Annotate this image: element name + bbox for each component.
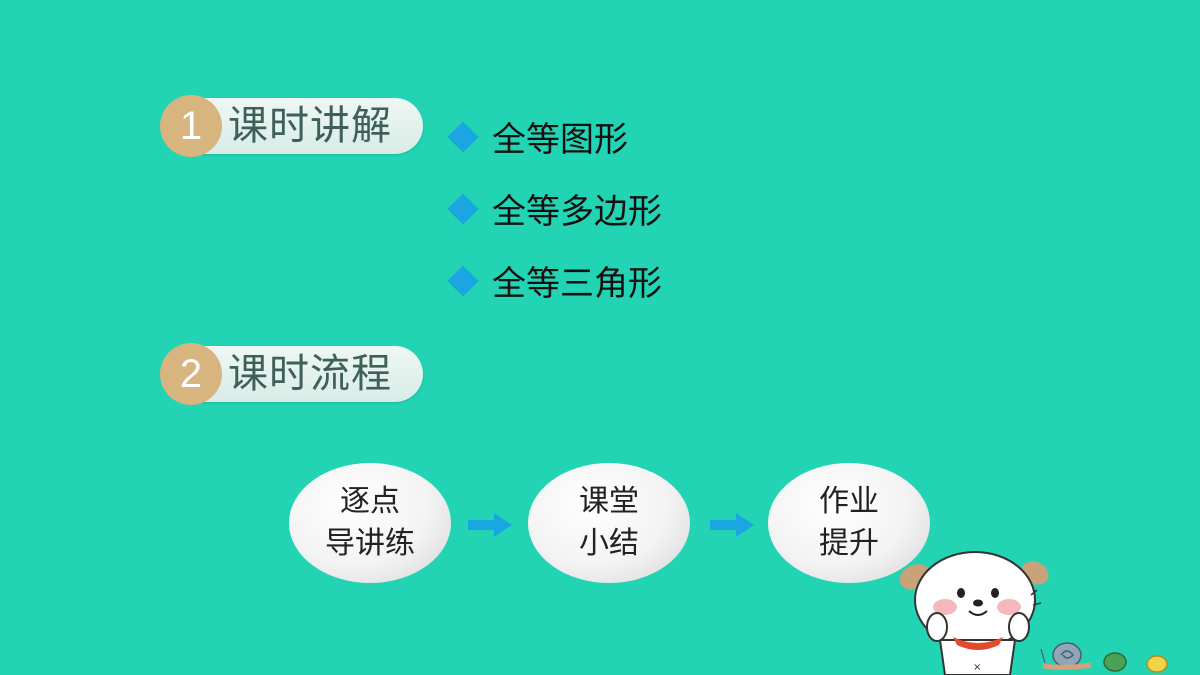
bullet-text: 全等多边形 (492, 192, 662, 232)
flow-node-3: 作业 提升 (768, 463, 930, 583)
puppy-mascot: × (899, 551, 1168, 675)
svg-text:×: × (973, 662, 981, 673)
section-1-number: 1 (160, 95, 222, 157)
section-1-title: 课时讲解 (228, 103, 392, 149)
right-arrow-icon (468, 513, 512, 537)
diamond-icon (447, 264, 479, 297)
bullet-item: 全等图形 (446, 112, 628, 161)
bullet-item: 全等多边形 (446, 184, 662, 233)
diamond-icon (447, 192, 479, 225)
bullet-item: 全等三角形 (446, 256, 662, 305)
bullet-text: 全等三角形 (492, 264, 662, 304)
section-2-title: 课时流程 (228, 351, 392, 397)
flow-node-2: 课堂 小结 (528, 463, 690, 583)
flow-node-1: 逐点 导讲练 (289, 463, 451, 583)
section-2-number: 2 (160, 343, 222, 405)
diamond-icon (447, 120, 479, 153)
bullet-text: 全等图形 (492, 120, 628, 160)
right-arrow-icon (710, 513, 754, 537)
